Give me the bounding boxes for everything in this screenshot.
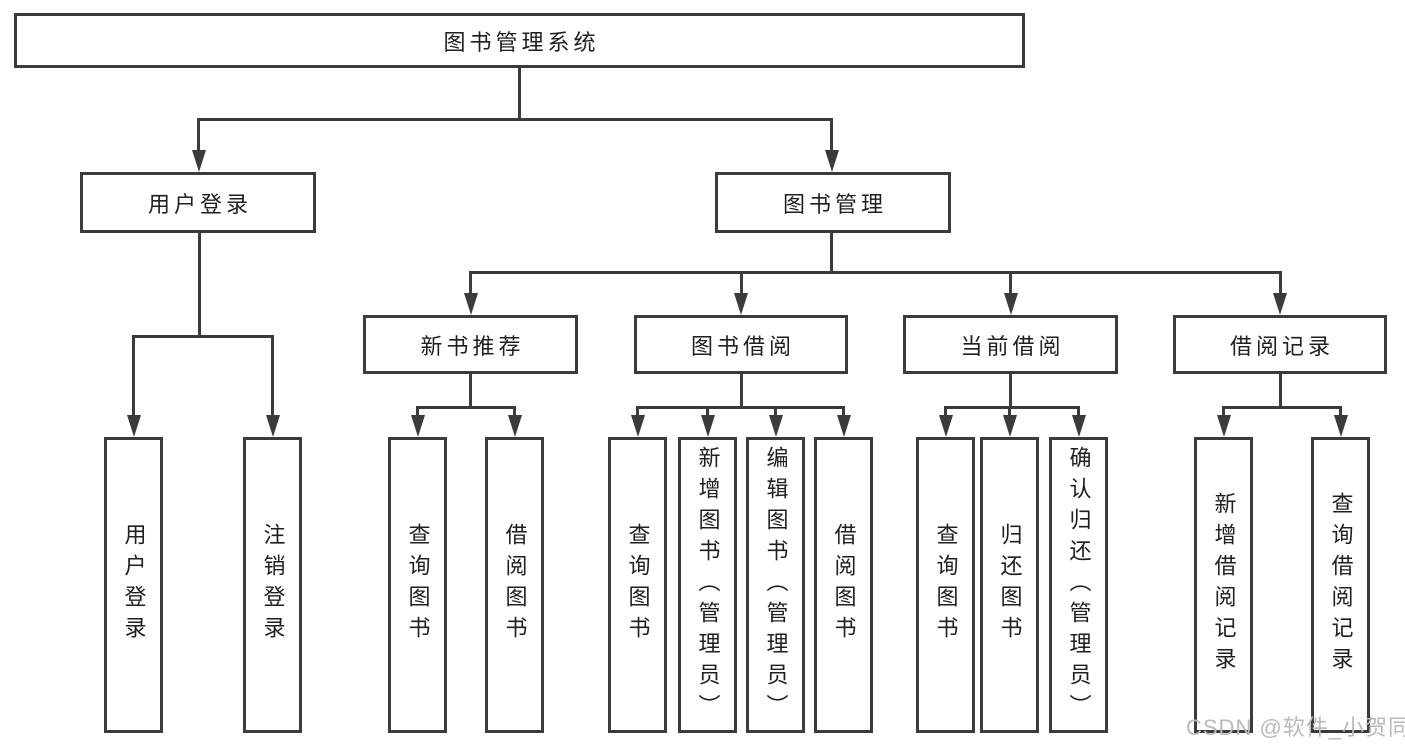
connector-line (706, 406, 709, 417)
connector-line (636, 406, 639, 417)
connector-records-stub (1279, 374, 1282, 406)
node-leaf-borrow-add: 新增图书（管理员） (678, 437, 737, 733)
connector-recommend-bus (416, 406, 516, 409)
node-label: 借阅图书 (831, 523, 857, 647)
node-label: 当前借阅 (960, 333, 1065, 359)
node-book-mgmt: 图书管理 (715, 172, 951, 233)
connector-line (774, 406, 777, 417)
connector-line (740, 271, 743, 295)
node-leaf-borrow-edit: 编辑图书（管理员） (746, 437, 805, 733)
connector-line (1279, 271, 1282, 295)
node-leaf-records-query: 查询借阅记录 (1311, 437, 1370, 733)
connector-borrow-stub (740, 374, 743, 406)
node-leaf-current-query: 查询图书 (916, 437, 975, 733)
node-leaf-current-return: 归还图书 (980, 437, 1039, 733)
arrow-down-icon (1217, 415, 1231, 437)
node-label: 归还图书 (997, 523, 1023, 647)
node-leaf-borrow-borrow: 借阅图书 (814, 437, 873, 733)
node-label: 新书推荐 (420, 333, 525, 359)
connector-book-mgmt-stub (830, 233, 833, 271)
arrow-down-icon (411, 415, 425, 437)
node-label: 用户登录 (147, 191, 252, 217)
arrow-down-icon (825, 150, 839, 172)
node-current: 当前借阅 (903, 315, 1118, 374)
node-recommend: 新书推荐 (363, 315, 578, 374)
arrow-down-icon (464, 293, 478, 315)
node-label: 新增借阅记录 (1211, 492, 1237, 678)
node-leaf-records-add: 新增借阅记录 (1194, 437, 1253, 733)
connector-line (842, 406, 845, 417)
watermark: CSDN @软件_小贺同学 (1186, 715, 1405, 740)
node-user-login: 用户登录 (80, 172, 316, 233)
node-leaf-borrow-query: 查询图书 (608, 437, 667, 733)
arrow-down-icon (701, 415, 715, 437)
node-leaf-recommend-borrow: 借阅图书 (485, 437, 544, 733)
node-label: 查询图书 (405, 523, 431, 647)
arrow-down-icon (769, 415, 783, 437)
arrow-down-icon (734, 293, 748, 315)
arrow-down-icon (1004, 293, 1018, 315)
node-label: 编辑图书（管理员） (763, 445, 789, 725)
connector-line (1077, 406, 1080, 417)
connector-user-login-stub (198, 233, 201, 335)
arrow-down-icon (1273, 293, 1287, 315)
node-records: 借阅记录 (1173, 315, 1387, 374)
node-root-label: 图书管理系统 (443, 29, 600, 55)
connector-line (416, 406, 419, 417)
connector-line (513, 406, 516, 417)
node-label: 注销登录 (260, 523, 286, 647)
arrow-down-icon (1334, 415, 1348, 437)
connector-recommend-stub (469, 374, 472, 406)
arrow-down-icon (1072, 415, 1086, 437)
arrow-down-icon (939, 415, 953, 437)
node-label: 确认归还（管理员） (1066, 445, 1092, 725)
connector-level1-bus (197, 118, 833, 121)
arrow-down-icon (631, 415, 645, 437)
node-label: 新增图书（管理员） (695, 445, 721, 725)
connector-current-stub (1009, 374, 1012, 406)
connector-level2-bus (469, 271, 1282, 274)
node-leaf-logout: 注销登录 (243, 437, 302, 733)
connector-line (944, 406, 947, 417)
node-label: 借阅记录 (1229, 333, 1334, 359)
node-label: 用户登录 (121, 523, 147, 647)
node-leaf-recommend-query: 查询图书 (388, 437, 447, 733)
connector-line (1009, 271, 1012, 295)
arrow-down-icon (266, 415, 280, 437)
connector-root-stub (518, 68, 521, 118)
node-label: 图书管理 (782, 191, 887, 217)
node-label: 查询借阅记录 (1328, 492, 1354, 678)
connector-line (132, 335, 135, 415)
node-label: 查询图书 (625, 523, 651, 647)
node-leaf-user-login: 用户登录 (104, 437, 163, 733)
connector-borrow-bus (636, 406, 845, 409)
connector-records-bus (1222, 406, 1342, 409)
node-label: 借阅图书 (502, 523, 528, 647)
connector-line (1222, 406, 1225, 417)
connector-user-login-bus (132, 335, 274, 338)
node-leaf-current-confirm: 确认归还（管理员） (1049, 437, 1108, 733)
connector-line (271, 335, 274, 415)
connector-line (469, 271, 472, 295)
node-label: 图书借阅 (690, 333, 795, 359)
node-borrow: 图书借阅 (634, 315, 848, 374)
arrow-down-icon (508, 415, 522, 437)
connector-line (830, 118, 833, 152)
connector-line (1008, 406, 1011, 417)
arrow-down-icon (837, 415, 851, 437)
arrow-down-icon (192, 150, 206, 172)
node-label: 查询图书 (933, 523, 959, 647)
connector-line (197, 118, 200, 152)
connector-line (1339, 406, 1342, 417)
node-root: 图书管理系统 (14, 13, 1025, 68)
arrow-down-icon (127, 415, 141, 437)
arrow-down-icon (1003, 415, 1017, 437)
connector-current-bus (944, 406, 1080, 409)
